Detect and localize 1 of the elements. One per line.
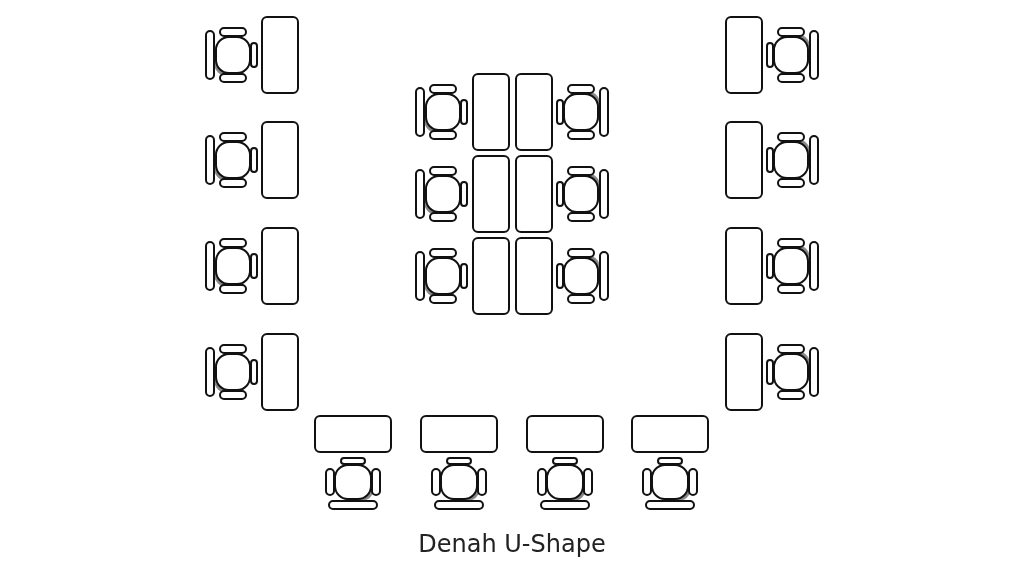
caption: Denah U-Shape xyxy=(418,530,606,558)
